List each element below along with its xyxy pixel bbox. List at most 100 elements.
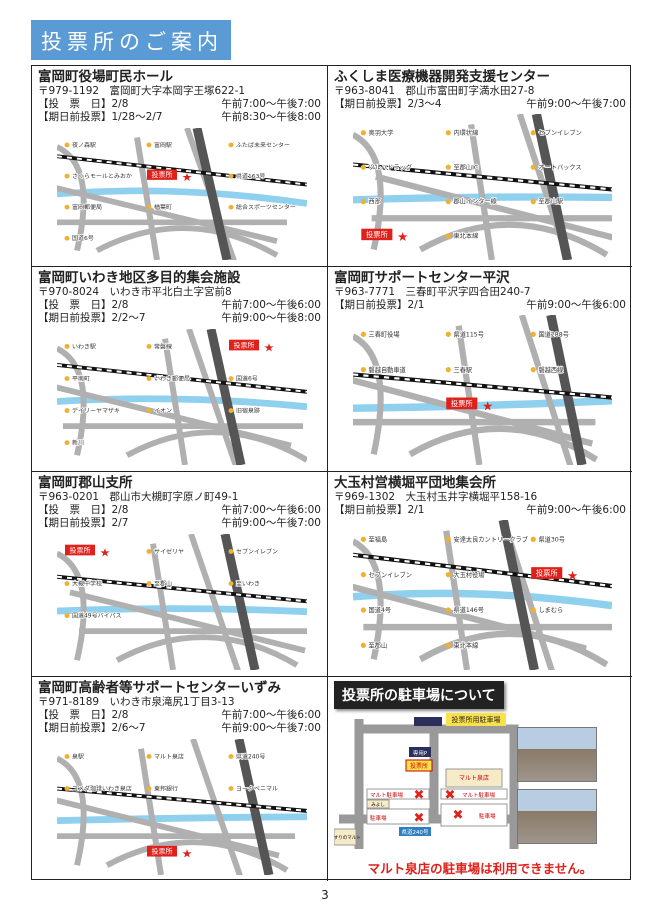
road <box>55 550 87 661</box>
road <box>339 719 519 849</box>
map-label: 県道146号 <box>453 605 483 614</box>
polling-place-tag-label: 投票所 <box>152 847 173 856</box>
landmark-dot <box>146 786 152 791</box>
place-address: 〒969-1302 大玉村玉井字横堀平158-16 <box>334 491 538 503</box>
landmark-dot <box>360 164 366 170</box>
map-label: セブンイレブン <box>369 570 412 579</box>
parking-label: くすりのマルト <box>334 834 361 841</box>
road <box>455 325 483 466</box>
early-voting-hours: 午前9:00～午後6:00 <box>526 504 626 516</box>
parking-panel: 投票所の駐車場について 投票所用駐車場 専用P 投票所 マルト泉店 マルト駐車場… <box>328 677 632 881</box>
landmark-dot <box>146 408 152 414</box>
landmark-dot <box>228 142 234 148</box>
map-label: ヨークベニマル <box>236 786 278 793</box>
access-map: 投票所★泉駅マルト泉店県道240号コメダ珈琲いわき泉店東邦銀行ヨークベニマル <box>43 738 308 881</box>
highway <box>546 313 587 467</box>
no-parking-x-icon: ✖ <box>445 788 456 803</box>
landmark-dot <box>228 754 234 759</box>
page-number: 3 <box>321 888 329 902</box>
map-label: 大玉村役場 <box>453 570 485 579</box>
early-voting-hours: 午前9:00～午後8:00 <box>221 312 321 324</box>
polling-place-panel: 大玉村営横堀平団地集会所 〒969-1302 大玉村玉井字横堀平158-16【期… <box>328 472 632 677</box>
road <box>55 755 87 866</box>
road <box>418 221 609 258</box>
river <box>352 396 613 412</box>
no-parking-x-icon: ✖ <box>414 788 425 803</box>
map-label: いわき郵便局 <box>154 375 190 383</box>
map-label: 大槻中学校 <box>72 580 102 588</box>
map-label: 磐越自動車道 <box>369 365 407 374</box>
highway <box>531 113 573 261</box>
map-label: 安達太良カントリークラブ <box>453 534 528 543</box>
early-voting-date: 1/28～2/7 <box>111 111 163 123</box>
place-name: 富岡町いわき地区多目的集会施設 <box>38 270 241 286</box>
polling-place-star-icon: ★ <box>100 546 111 560</box>
early-voting-label: 【期日前投票】 <box>334 98 408 110</box>
road <box>468 123 495 261</box>
landmark-dot <box>64 613 70 619</box>
map-label: 国道49号バイパス <box>72 612 122 620</box>
election-day-label: 【投 票 日】 <box>38 98 112 110</box>
map-label: デイリーヤマザキ <box>72 407 120 415</box>
polling-place-star-icon: ★ <box>397 229 408 244</box>
landmark-dot <box>530 198 536 205</box>
election-day-hours: 午前7:00～午後7:00 <box>221 98 321 110</box>
landmark-dot <box>530 331 536 337</box>
river <box>56 813 308 824</box>
landmark-dot <box>64 581 70 586</box>
early-voting-hours: 午前9:00～午後7:00 <box>526 98 626 110</box>
place-name: 大玉村営横堀平団地集会所 <box>334 475 496 491</box>
early-voting-label: 【期日前投票】 <box>38 312 112 324</box>
road <box>69 589 306 654</box>
landmark-dot <box>146 142 152 148</box>
place-name: 富岡町高齢者等サポートセンターいずみ <box>38 680 281 696</box>
road <box>115 634 299 668</box>
landmark-dot <box>64 204 70 210</box>
map-label: 富岡駅 <box>154 141 172 149</box>
polling-place-tag-label: 投票所 <box>234 341 255 350</box>
landmark-dot <box>228 549 234 554</box>
landmark-dot <box>228 581 234 586</box>
road <box>55 144 87 252</box>
map-label: 夜ノ森駅 <box>72 141 96 149</box>
election-day-label: 【投 票 日】 <box>38 504 112 516</box>
parking-notice: マルト泉店の駐車場は利用できません。 <box>367 861 593 876</box>
map-label: しまむら <box>538 606 563 614</box>
map-label: 富岡郵便局 <box>72 203 102 211</box>
early-voting-hours: 午前8:30～午後8:00 <box>221 111 321 123</box>
landmark-dot <box>228 376 234 381</box>
map-label: 県道115号 <box>453 329 483 338</box>
early-voting-hours: 午前9:00～午後7:00 <box>221 722 321 734</box>
road <box>125 429 309 463</box>
place-address: 〒963-7771 三春町平沢字四合田240-7 <box>334 286 531 298</box>
map-label: 旧宿泉跡 <box>236 407 260 415</box>
map-label: 総合スポーツセンター <box>236 203 296 211</box>
map-label: 至郡山駅 <box>538 198 564 206</box>
landmark-dot <box>64 142 70 148</box>
landmark-dot <box>360 571 366 578</box>
election-day-hours: 午前7:00～午後6:00 <box>221 709 321 721</box>
early-voting-row: 【期日前投票】2/3～4 午前9:00～午後7:00 <box>334 98 626 111</box>
polling-place-tag-label: 投票所 <box>152 170 173 179</box>
map-label: 県道240号 <box>236 753 266 761</box>
early-voting-date: 2/3～4 <box>407 98 442 110</box>
map-label: 楢葉町 <box>154 203 172 211</box>
access-map: 投票所★至福島安達太良カントリークラブ県道30号セブンイレブン大玉村役場国道4号… <box>341 518 613 676</box>
polling-place-tag-label: 投票所 <box>366 230 388 239</box>
highway <box>220 533 260 671</box>
river <box>56 187 308 207</box>
river <box>56 395 308 411</box>
landmark-dot <box>64 235 70 241</box>
polling-place-tag-label: 投票所 <box>451 399 473 408</box>
place-address: 〒963-0201 郡山市大槻町字原ノ町49-1 <box>38 491 239 503</box>
map-label: 内環状線 <box>453 129 478 137</box>
map-label: サイゼリヤ <box>154 548 184 556</box>
landmark-dot <box>445 233 451 239</box>
landmark-dot <box>530 130 536 136</box>
map-label: 平南町 <box>72 375 90 383</box>
polling-place-tag <box>65 544 95 556</box>
election-day-date: 2/8 <box>111 504 129 516</box>
